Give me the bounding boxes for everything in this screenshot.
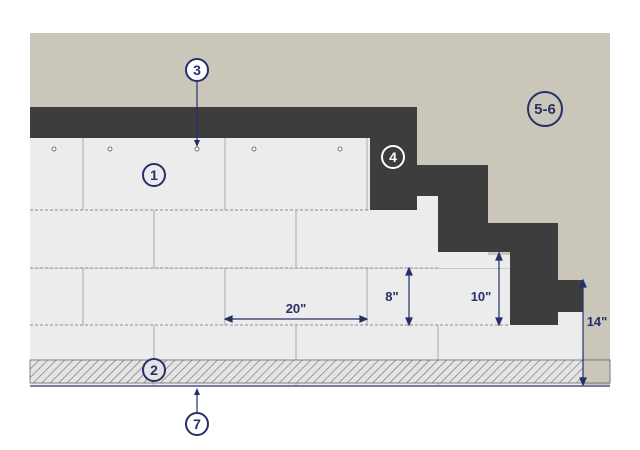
step-tile-fill-e xyxy=(558,312,583,325)
ledger-strip xyxy=(29,359,611,384)
callout-1-label: 1 xyxy=(150,167,158,183)
callout-7-arrowhead xyxy=(194,388,200,395)
step-tile-fill-c xyxy=(438,252,510,268)
callout-3-arrowhead xyxy=(194,140,200,147)
callout-7-circle xyxy=(185,412,209,436)
step-flashing xyxy=(30,107,583,325)
dim-tile-height-label: 10" xyxy=(471,289,492,304)
dim-exposure xyxy=(405,266,413,327)
dim-overlap xyxy=(579,278,587,387)
dim-tile-length-label: 20" xyxy=(286,301,307,316)
shingle-row-2 xyxy=(30,138,370,211)
callout-4-circle xyxy=(381,145,405,169)
step-tile-fill-a xyxy=(417,196,438,210)
callout-2-circle xyxy=(142,358,166,382)
callout-7-label: 7 xyxy=(193,416,201,432)
shingle-row-4 xyxy=(30,267,510,326)
callout-1-circle xyxy=(142,163,166,187)
callout-2-label: 2 xyxy=(150,362,158,378)
shingle-row-3 xyxy=(30,210,438,269)
callout-3-label: 3 xyxy=(193,62,201,78)
dim-overlap-label: 14" xyxy=(587,314,608,329)
dim-exposure-label: 8" xyxy=(385,289,398,304)
ledger-end-block xyxy=(582,359,611,384)
callout-3-circle xyxy=(185,58,209,82)
callout-5-6-label: 5-6 xyxy=(534,101,556,118)
dim-tile-length xyxy=(223,315,369,323)
callout-4-label: 4 xyxy=(389,149,397,165)
callout-5-6-circle xyxy=(527,91,563,127)
dim-tile-height xyxy=(495,251,503,327)
